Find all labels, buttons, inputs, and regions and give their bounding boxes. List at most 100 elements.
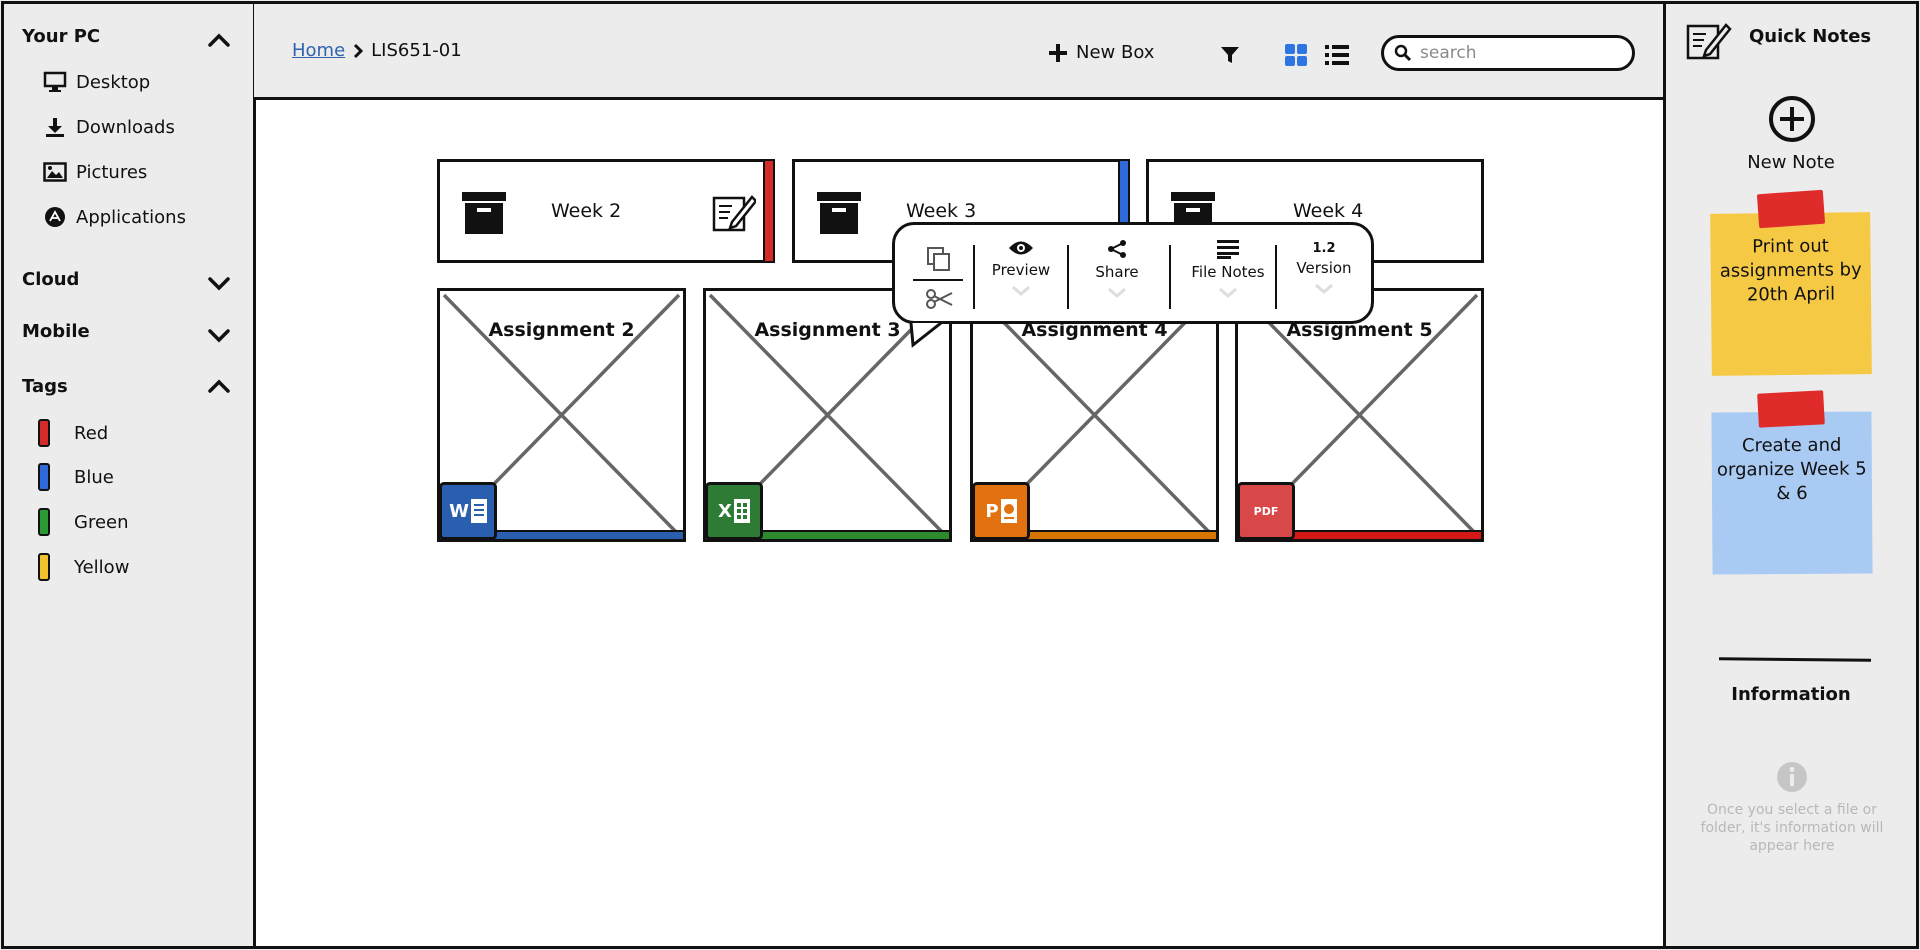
tag-stripe-red <box>763 159 775 263</box>
quick-notes-panel: Quick Notes New Note Print out assignmen… <box>1663 1 1919 949</box>
chevron-right-icon <box>354 43 364 58</box>
align-left-icon <box>1217 240 1239 259</box>
tag-item-red[interactable]: Red <box>38 417 108 449</box>
file-card-assignment-2[interactable]: Assignment 2 W <box>437 288 686 542</box>
section-tags-header[interactable]: Tags <box>22 376 68 397</box>
grid-view-icon[interactable] <box>1284 43 1308 67</box>
sidebar-item-desktop[interactable]: Desktop <box>42 67 150 97</box>
file-context-toolbar: Preview Share File Notes 1.2 Version <box>892 222 1374 348</box>
toolbar-divider <box>1275 245 1277 309</box>
sidebar-item-label: Downloads <box>76 116 175 138</box>
toolbar-divider <box>973 245 975 309</box>
section-divider <box>1718 657 1872 662</box>
breadcrumb-home-link[interactable]: Home <box>292 40 346 61</box>
copy-cut-divider <box>913 279 963 281</box>
box-label: Week 3 <box>906 200 977 222</box>
chevron-down-icon[interactable] <box>204 325 234 345</box>
sidebar: Your PC Desktop Downloads Pictures Appli… <box>1 1 256 949</box>
tag-bar-blue <box>440 530 683 539</box>
chevron-down-icon[interactable] <box>1010 285 1032 297</box>
version-number-icon: 1.2 <box>1312 241 1336 256</box>
pdf-file-icon: PDF <box>1238 482 1295 539</box>
info-icon <box>1777 762 1807 792</box>
file-card-assignment-5[interactable]: Assignment 5 PDF <box>1235 288 1484 542</box>
tag-color-chip <box>38 463 50 491</box>
chevron-down-icon[interactable] <box>1313 283 1335 295</box>
search-box[interactable] <box>1381 35 1635 71</box>
information-title: Information <box>1731 684 1851 705</box>
tag-item-blue[interactable]: Blue <box>38 461 114 493</box>
file-notes-label: File Notes <box>1191 263 1265 281</box>
version-label: Version <box>1296 259 1352 277</box>
share-label: Share <box>1095 263 1139 281</box>
toolbar-divider <box>1067 245 1069 309</box>
chevron-down-icon[interactable] <box>1217 287 1239 299</box>
list-view-icon[interactable] <box>1324 43 1350 67</box>
download-icon <box>42 114 68 140</box>
information-hint: Once you select a file or folder, it's i… <box>1700 802 1884 854</box>
chevron-down-icon[interactable] <box>1106 287 1128 299</box>
section-your-pc-header[interactable]: Your PC <box>22 26 101 47</box>
edit-note-icon[interactable] <box>712 192 756 232</box>
copy-icon[interactable] <box>925 245 955 273</box>
file-card-title: Assignment 5 <box>1286 319 1433 341</box>
scissors-icon[interactable] <box>925 287 955 311</box>
powerpoint-file-icon: P <box>973 482 1030 539</box>
image-icon <box>42 159 68 185</box>
sticky-note[interactable]: Create and organize Week 5 & 6 <box>1711 411 1873 575</box>
archive-box-icon <box>462 192 506 234</box>
preview-button[interactable]: Preview <box>985 239 1057 297</box>
panel-title: Quick Notes <box>1749 26 1872 47</box>
box-label: Week 2 <box>551 200 622 222</box>
sidebar-item-downloads[interactable]: Downloads <box>42 112 175 142</box>
tag-label: Yellow <box>74 556 130 578</box>
file-card-assignment-4[interactable]: Assignment 4 P <box>970 288 1219 542</box>
monitor-icon <box>42 69 68 95</box>
sidebar-item-applications[interactable]: Applications <box>42 202 186 232</box>
tag-item-green[interactable]: Green <box>38 506 129 538</box>
sticky-note[interactable]: Print out assignments by 20th April <box>1710 212 1872 376</box>
tag-color-chip <box>38 508 50 536</box>
excel-file-icon: X <box>706 482 763 539</box>
box-label: Week 4 <box>1293 200 1364 222</box>
tag-label: Green <box>74 511 129 533</box>
share-button[interactable]: Share <box>1081 239 1153 299</box>
file-notes-button[interactable]: File Notes <box>1179 239 1277 299</box>
sticky-tape <box>1756 189 1826 229</box>
file-card-title: Assignment 3 <box>754 319 901 341</box>
popup-tail <box>909 323 942 348</box>
tag-color-chip <box>38 553 50 581</box>
filter-icon[interactable] <box>1219 44 1241 66</box>
tag-bar-red <box>1238 530 1481 539</box>
plus-icon <box>1049 43 1067 62</box>
chevron-up-icon[interactable] <box>204 376 234 396</box>
toolbar-divider <box>1169 245 1171 309</box>
search-icon <box>1394 44 1412 62</box>
sidebar-item-label: Applications <box>76 206 186 228</box>
tag-item-yellow[interactable]: Yellow <box>38 551 129 583</box>
app-store-icon <box>42 204 68 230</box>
breadcrumb: Home LIS651-01 <box>292 40 462 61</box>
tag-bar-orange <box>973 530 1216 539</box>
chevron-down-icon[interactable] <box>204 273 234 293</box>
share-icon <box>1108 240 1126 258</box>
add-circle-icon[interactable] <box>1768 95 1816 143</box>
preview-label: Preview <box>991 261 1051 279</box>
tag-color-chip <box>38 419 50 447</box>
edit-note-icon <box>1686 23 1732 60</box>
new-box-button[interactable]: New Box <box>1048 42 1154 63</box>
search-input[interactable] <box>1418 42 1622 64</box>
sticky-note-text: Print out assignments by 20th April <box>1719 235 1862 306</box>
sticky-note-text: Create and organize Week 5 & 6 <box>1716 434 1867 505</box>
new-note-button[interactable]: New Note <box>1747 152 1835 173</box>
section-mobile-header[interactable]: Mobile <box>22 321 90 342</box>
box-week-2[interactable]: Week 2 <box>437 159 775 263</box>
version-button[interactable]: 1.2 Version <box>1287 239 1361 295</box>
sidebar-item-pictures[interactable]: Pictures <box>42 157 147 187</box>
new-box-label: New Box <box>1076 42 1155 63</box>
section-cloud-header[interactable]: Cloud <box>22 269 80 290</box>
tag-label: Blue <box>74 466 114 488</box>
sticky-tape <box>1757 390 1825 428</box>
file-card-title: Assignment 2 <box>488 319 635 341</box>
chevron-up-icon[interactable] <box>204 30 234 50</box>
